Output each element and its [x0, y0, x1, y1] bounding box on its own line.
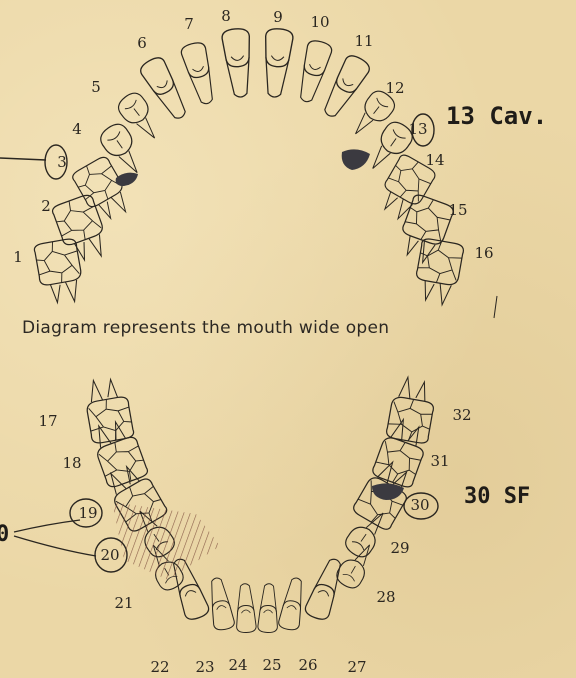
tooth-number-5: 5: [91, 78, 101, 96]
lower-tooth-18: [88, 415, 149, 488]
cavity-mark-upper-left: [116, 173, 138, 186]
pointer-lines-teeth-19-20: [14, 520, 96, 556]
tooth-number-31: 31: [430, 452, 449, 470]
tooth-number-10: 10: [310, 13, 329, 31]
filling-mark-tooth-30: [372, 483, 404, 500]
tooth-number-3: 3: [57, 153, 67, 171]
tooth-number-24: 24: [228, 656, 247, 674]
diagram-caption: Diagram represents the mouth wide open: [22, 318, 492, 338]
tooth-number-25: 25: [262, 656, 281, 674]
tooth-number-20: 20: [100, 546, 119, 564]
tooth-number-6: 6: [137, 34, 147, 52]
lower-tooth-24: [235, 583, 256, 632]
tooth-number-13: 13: [408, 120, 427, 138]
hatched-area-teeth-19-20: [112, 502, 220, 580]
tooth-number-2: 2: [41, 197, 51, 215]
pencil-tick: [494, 296, 497, 318]
pointer-line-tooth-3: [0, 158, 46, 160]
tooth-number-32: 32: [452, 406, 471, 424]
tooth-number-7: 7: [184, 15, 194, 33]
upper-tooth-2: [51, 193, 112, 266]
tooth-number-9: 9: [273, 8, 283, 26]
tooth-number-30: 30: [410, 496, 429, 514]
tooth-number-22: 22: [150, 658, 169, 676]
upper-cavity-note: 13 Cav.: [446, 102, 547, 130]
lower-tooth-26: [278, 576, 308, 631]
upper-tooth-7: [180, 41, 220, 107]
tooth-number-11: 11: [354, 32, 373, 50]
upper-tooth-3: [71, 155, 135, 226]
lower-tooth-23: [206, 576, 236, 631]
tooth-number-15: 15: [448, 201, 467, 219]
upper-tooth-6: [138, 54, 193, 123]
tooth-number-8: 8: [221, 7, 231, 25]
upper-tooth-11: [317, 52, 372, 121]
lower-tooth-17: [82, 375, 135, 444]
upper-tooth-16: [412, 238, 465, 307]
tooth-number-16: 16: [474, 244, 493, 262]
lower-filling-note: 30 SF: [464, 484, 530, 509]
upper-tooth-1: [34, 238, 87, 307]
tooth-number-23: 23: [195, 658, 214, 676]
tooth-number-26: 26: [298, 656, 317, 674]
tooth-number-29: 29: [390, 539, 409, 557]
cavity-mark-tooth-13: [342, 149, 370, 170]
tooth-number-14: 14: [425, 151, 444, 169]
tooth-number-1: 1: [13, 248, 23, 266]
tooth-number-28: 28: [376, 588, 395, 606]
upper-tooth-8: [221, 28, 254, 98]
tooth-number-18: 18: [62, 454, 81, 472]
tooth-number-27: 27: [347, 658, 366, 676]
tooth-number-4: 4: [72, 120, 82, 138]
tooth-number-21: 21: [114, 594, 133, 612]
tooth-number-17: 17: [38, 412, 57, 430]
upper-arch: [34, 28, 465, 307]
lower-tooth-25: [258, 583, 279, 632]
upper-tooth-9: [260, 28, 293, 98]
tooth-number-12: 12: [385, 79, 404, 97]
cut-off-margin-text: 0: [0, 522, 9, 547]
tooth-number-19: 19: [78, 504, 97, 522]
upper-tooth-10: [293, 39, 333, 105]
